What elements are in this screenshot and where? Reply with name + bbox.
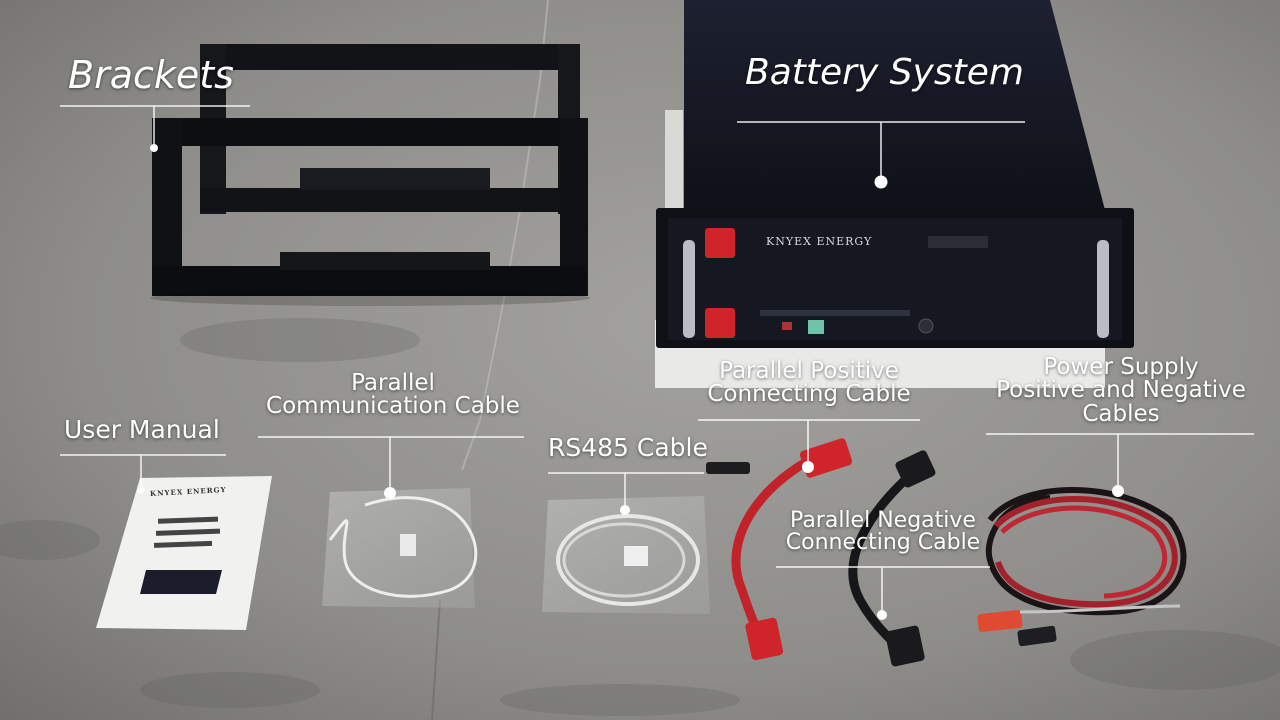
label-line: Connecting Cable (785, 530, 981, 556)
label-brackets: Brackets (68, 53, 234, 97)
small-connector (706, 462, 750, 474)
label-parallel-negative: Parallel Negative Connecting Cable (776, 508, 990, 556)
label-user-manual: User Manual (64, 415, 220, 444)
label-line: Parallel Positive (719, 358, 899, 384)
label-battery-system: Battery System (745, 52, 1024, 93)
power-supply-cables-item (977, 487, 1187, 647)
label-line: Connecting Cable (707, 381, 911, 408)
label-parallel-positive: Parallel Positive Connecting Cable (698, 358, 920, 408)
label-rs485-cable: RS485 Cable (548, 433, 708, 462)
label-line: Communication Cable (266, 393, 520, 420)
terminal-bottom (705, 308, 735, 338)
label-line: Power Supply (1043, 354, 1199, 380)
parallel-negative-cable-item (848, 450, 936, 667)
floor-crack-2 (431, 599, 441, 720)
label-parallel-comm-cable: Parallel Communication Cable (258, 370, 528, 420)
label-line: Parallel (351, 370, 435, 396)
rs485-cable-item (542, 496, 710, 614)
label-power-supply: Power Supply Positive and Negative Cable… (985, 354, 1257, 427)
label-line: Parallel Negative (790, 508, 976, 533)
callout-lines (60, 105, 1254, 614)
callout-dots (137, 144, 1124, 620)
user-manual-item (96, 476, 272, 630)
label-line: Cables (1082, 400, 1160, 427)
terminal-top (705, 228, 735, 258)
parallel-comm-cable-item (322, 488, 478, 608)
battery-brand-text: KNYEX ENERGY (766, 235, 873, 248)
label-line: Positive and Negative (996, 377, 1246, 404)
battery-system-item (655, 0, 1134, 388)
brackets-item (150, 44, 590, 306)
